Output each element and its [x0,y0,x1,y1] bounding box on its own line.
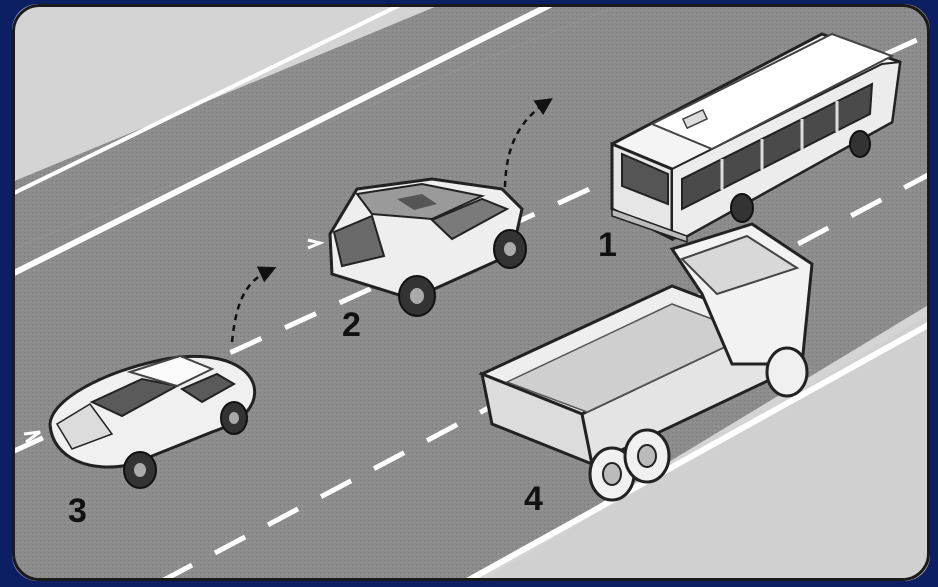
vehicle-label-2: 2 [342,306,361,344]
vehicle-label-1: 1 [598,226,617,264]
vehicle-label-4: 4 [524,480,543,518]
road-scene-illustration: 1 2 3 4 [12,4,930,581]
vehicle-label-3: 3 [68,492,87,530]
